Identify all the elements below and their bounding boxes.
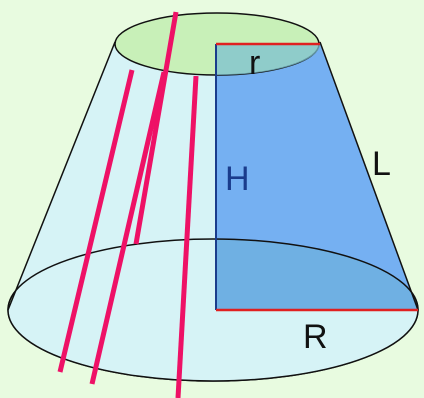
bottom-radius-label: R (303, 318, 328, 356)
generatrix-line-4 (175, 75, 199, 398)
generatrix-line-2 (133, 11, 179, 245)
left-generatrix-edge (7, 41, 116, 311)
height-label: H (225, 160, 250, 198)
generatrix-line-3 (89, 71, 167, 385)
top-section-overlay (216, 44, 320, 76)
right-generatrix-edge (319, 41, 419, 311)
top-radius-label: r (249, 44, 260, 82)
slant-label: L (372, 145, 391, 183)
generatrix-line-1 (57, 69, 135, 373)
bottom-base-front-overlay (216, 238, 419, 310)
